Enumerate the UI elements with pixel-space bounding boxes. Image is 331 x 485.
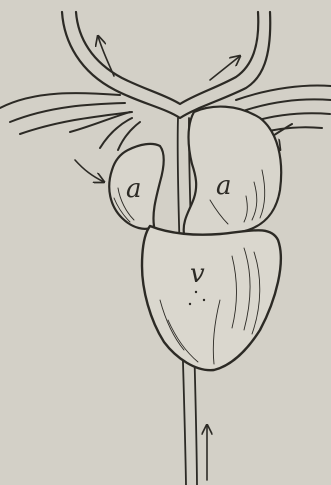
- right-atrium: [184, 107, 282, 236]
- arrow-up-left-icon: [98, 36, 114, 76]
- label-ventricle: v: [190, 259, 205, 289]
- arrow-left-in-icon: [75, 160, 104, 182]
- label-atrium-left: a: [126, 174, 142, 204]
- ventricle: [142, 226, 281, 370]
- left-branches: [0, 93, 140, 150]
- label-atrium-right: a: [216, 171, 232, 201]
- aortic-arch: [62, 12, 270, 118]
